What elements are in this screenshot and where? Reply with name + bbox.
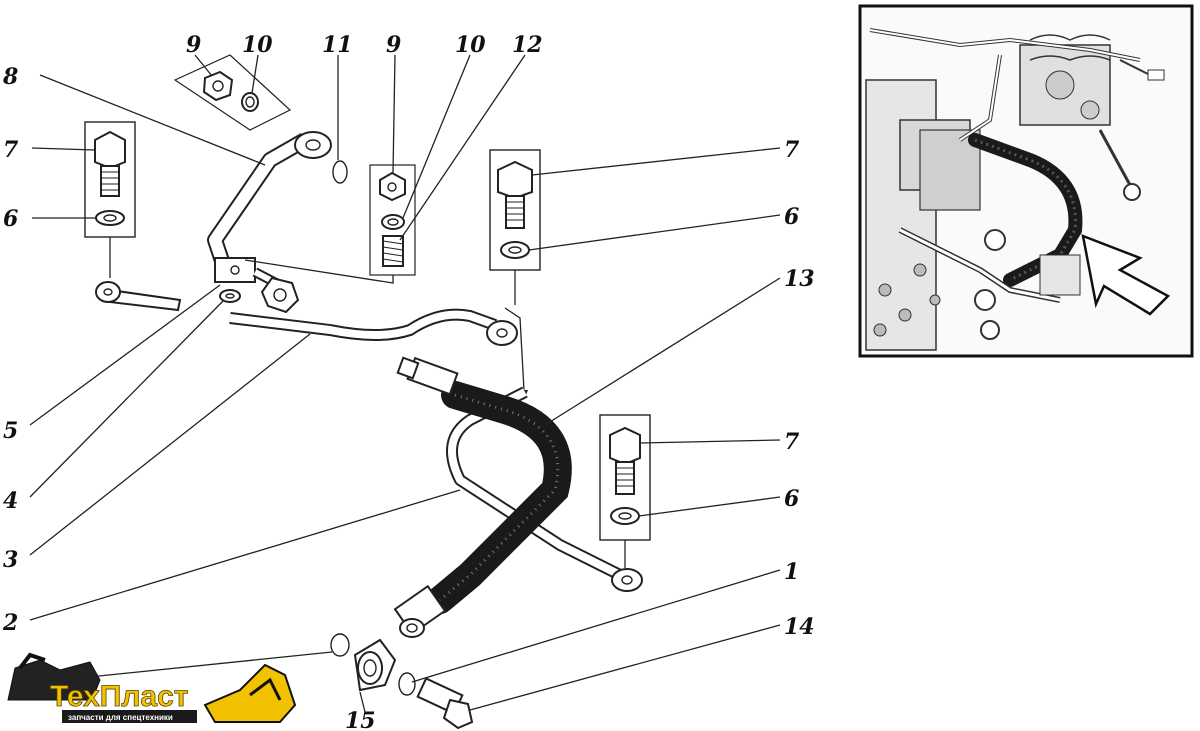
part-8-pipe	[207, 131, 332, 273]
callout-15: 15	[345, 708, 376, 731]
logo-tagline: запчасти для спецтехники	[68, 713, 173, 722]
part-3-pipe	[229, 308, 518, 346]
part-11-o-ring	[332, 160, 348, 184]
callout-13: 13	[784, 266, 815, 292]
o-ring-left	[330, 633, 350, 657]
callout-6-right-mid: 6	[784, 486, 799, 512]
callout-10-left: 10	[242, 32, 273, 58]
nut-washer-group-left	[173, 54, 292, 131]
callout-12: 12	[512, 32, 543, 58]
callout-6-right-top: 6	[784, 204, 799, 230]
callout-9-left: 9	[186, 32, 201, 58]
part-14-bolt	[416, 677, 474, 730]
callout-7-right-top: 7	[784, 137, 800, 163]
callout-9-mid: 9	[386, 32, 401, 58]
bolt-group-left	[84, 121, 136, 278]
bolt-group-right-top	[489, 149, 541, 400]
part-4-washer	[219, 289, 241, 303]
part-5-bracket	[214, 257, 300, 314]
callout-5: 5	[3, 418, 18, 444]
eye-fitting-left	[95, 281, 182, 312]
callout-2: 2	[2, 610, 18, 636]
leader-lines	[29, 54, 781, 713]
part-15-adapter	[353, 638, 397, 692]
nut-washer-spring-group	[244, 164, 416, 284]
logo-wordmark: ТехПласт	[50, 680, 189, 713]
techplast-logo: ТехПласт запчасти для спецтехники	[7, 652, 297, 723]
callout-4: 4	[3, 488, 18, 514]
callout-7-right-mid: 7	[784, 429, 800, 455]
callout-7-left: 7	[3, 137, 19, 163]
bolt-group-right-middle	[599, 414, 651, 568]
inset-assembly-view	[858, 4, 1194, 358]
callout-labels: 8 7 6 9 10 11 9 10 12 7 6 13 7 6 1 14 5 …	[2, 32, 815, 731]
callout-14: 14	[784, 614, 815, 640]
callout-8: 8	[2, 64, 18, 90]
callout-6-left: 6	[3, 206, 18, 232]
part-2-pipe	[446, 386, 643, 592]
part-1-o-ring	[398, 672, 416, 696]
callout-3: 3	[3, 547, 18, 573]
callout-1: 1	[784, 559, 799, 585]
part-13-hose	[393, 356, 572, 638]
callout-10-mid: 10	[455, 32, 486, 58]
callout-11: 11	[322, 32, 353, 58]
inset-pointer-arrow	[1081, 234, 1171, 316]
